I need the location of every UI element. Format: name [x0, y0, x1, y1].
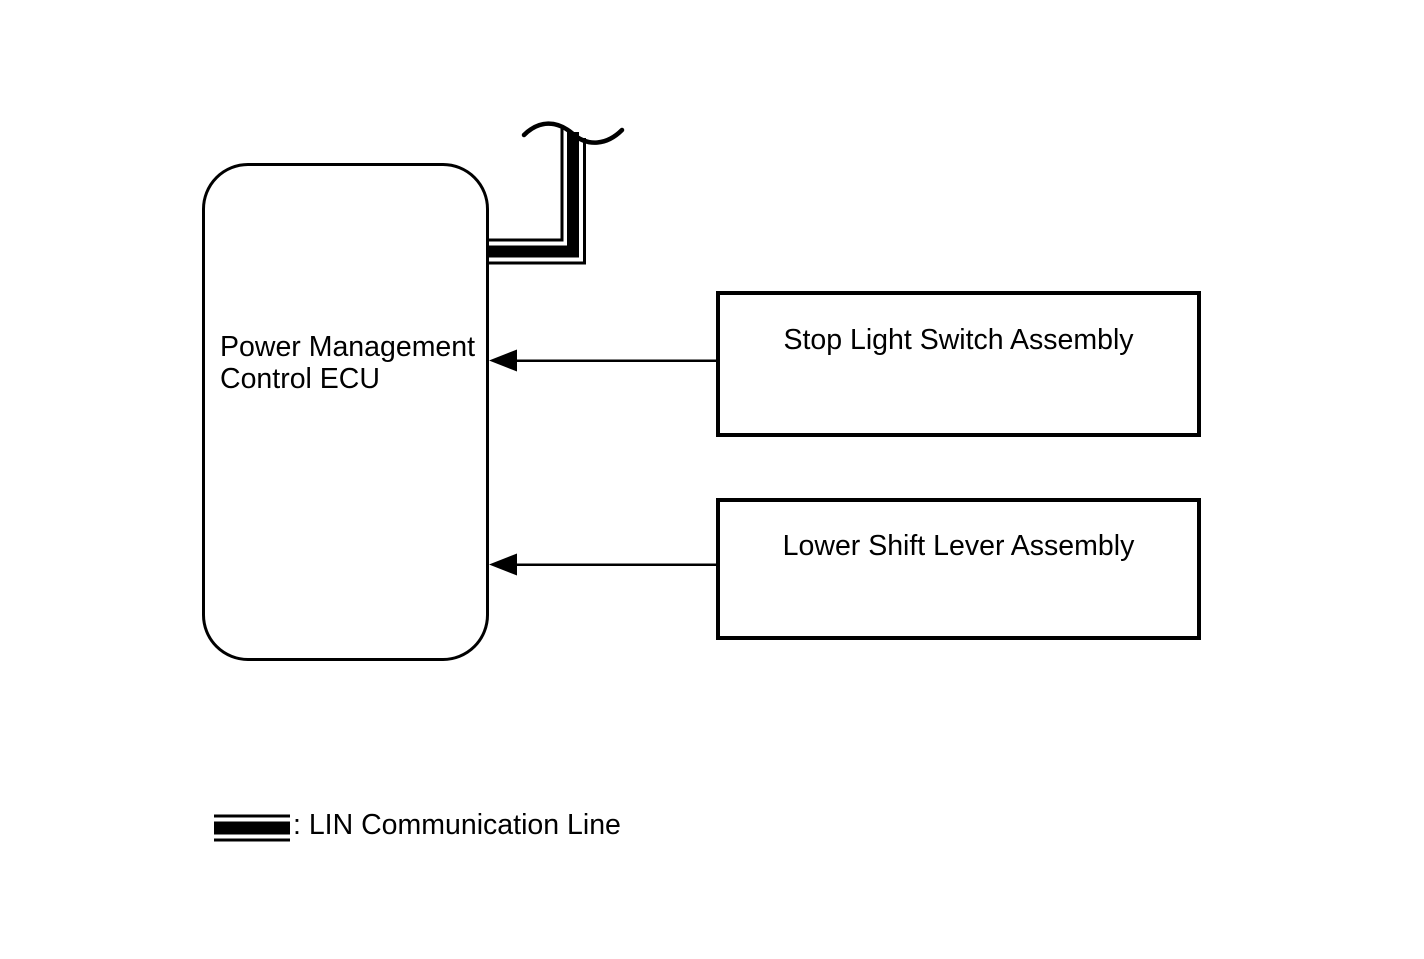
- lower-shift-lever-assembly-label: Lower Shift Lever Assembly: [782, 530, 1135, 562]
- arrowhead-stop-light-switch-icon: [489, 349, 517, 372]
- legend-label: : LIN Communication Line: [293, 809, 621, 841]
- stop-light-switch-assembly-label: Stop Light Switch Assembly: [783, 324, 1134, 356]
- lin-line-core-stripe: [489, 132, 579, 258]
- lin-line-inner-stripe: [489, 128, 564, 242]
- arrowhead-lower-shift-lever-icon: [489, 553, 517, 576]
- power-management-control-ecu-label: Power Management Control ECU: [220, 331, 476, 395]
- continuation-break-icon: [521, 121, 625, 145]
- node-stop-light-switch-assembly: [716, 291, 1201, 437]
- lin-line-outer-stripe: [489, 138, 586, 265]
- lin-line-legend-symbol: [214, 814, 290, 842]
- node-lower-shift-lever-assembly: [716, 498, 1201, 640]
- node-power-management-control-ecu: [202, 163, 489, 661]
